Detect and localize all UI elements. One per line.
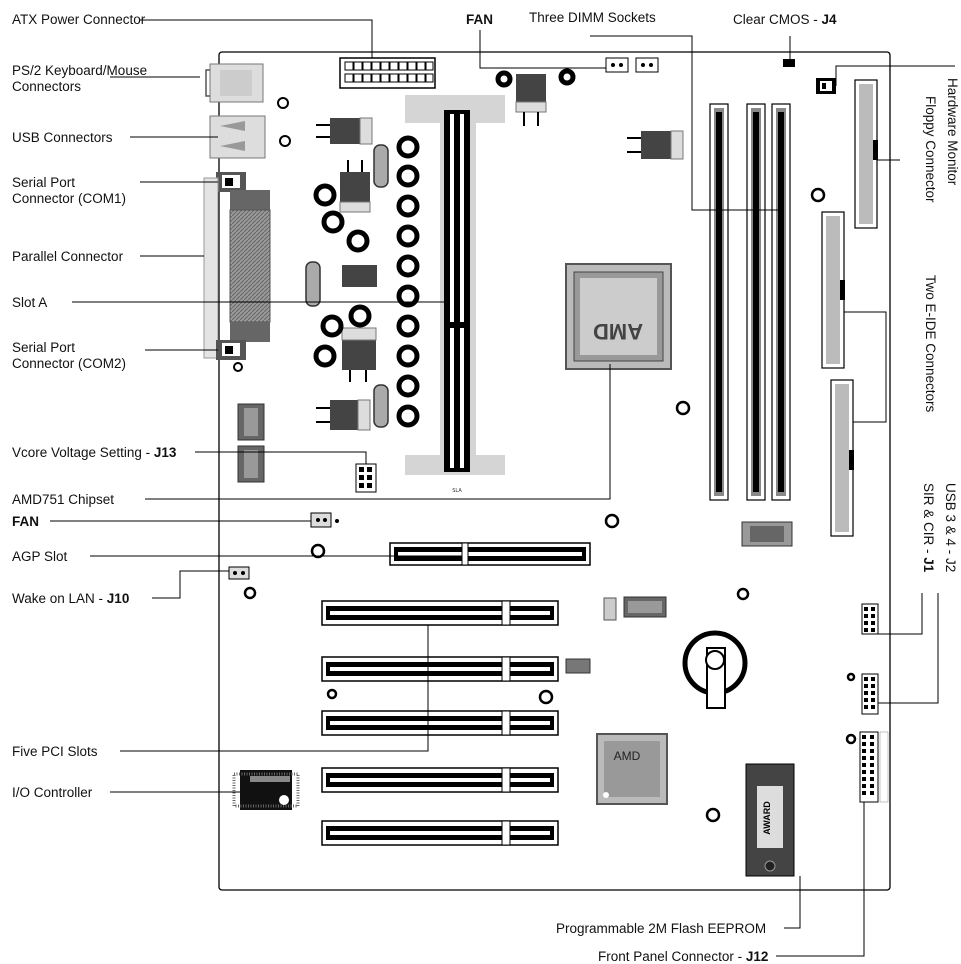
label-agp: AGP Slot [12, 549, 68, 564]
wol-text: Wake on LAN [12, 591, 95, 606]
amd-south-logo: AMD [614, 749, 641, 763]
amd-main-logo: AMD [593, 319, 643, 344]
clear-cmos-jumper-id: J4 [821, 12, 837, 27]
award-logo: AWARD [762, 801, 772, 835]
label-flash: Programmable 2M Flash EEPROM [556, 921, 767, 936]
label-pci: Five PCI Slots [12, 744, 98, 759]
ps2-connectors [205, 63, 264, 103]
vcore-jumper-id: J13 [153, 445, 177, 460]
clear-cmos-jumper [783, 59, 795, 67]
label-wol: Wake on LAN - J10 [12, 591, 130, 606]
label-chipset: AMD751 Chipset [12, 492, 115, 507]
label-atx-power: ATX Power Connector [12, 12, 146, 27]
floppy-connector [854, 79, 878, 229]
label-ide: Two E-IDE Connectors [923, 275, 938, 413]
usb34-text: USB 3 & 4 [943, 483, 958, 547]
front-panel-header-j12 [859, 731, 889, 803]
label-com1-line1: Serial Port [12, 175, 76, 190]
label-com2-line2: Connector (COM2) [12, 356, 127, 371]
ide-connector [830, 379, 854, 537]
usb34-header-j2 [861, 603, 879, 635]
pci-slot [321, 767, 559, 793]
sir-jumper-id: J1 [921, 557, 936, 573]
voltage-regulators [316, 74, 684, 431]
vcore-jumper-j13 [355, 463, 377, 493]
label-hw-monitor: Hardware Monitor [945, 78, 960, 186]
pci-slot [321, 710, 559, 736]
small-chips-middle [565, 521, 793, 674]
sir-cir-header-j1 [861, 673, 879, 715]
atx-power-connector [339, 57, 436, 89]
amd751-chipset: AMD [565, 263, 672, 370]
leader-lines [50, 19, 955, 957]
com2-connector [216, 340, 246, 360]
slot-a: SLA [405, 95, 505, 494]
inductor-coils [305, 144, 389, 428]
vcore-text: Vcore Voltage Setting [12, 445, 142, 460]
pci-slot [321, 656, 559, 682]
label-usb34: USB 3 & 4 - J2 [943, 483, 958, 573]
ide-connector [821, 211, 845, 369]
wol-jumper-id: J10 [106, 591, 130, 606]
sir-text: SIR & CIR [921, 483, 936, 546]
amd756-south-bridge: AMD [596, 733, 668, 805]
label-vcore: Vcore Voltage Setting - J13 [12, 445, 177, 460]
label-fan-top: FAN [466, 12, 493, 27]
pci-slot [321, 600, 559, 626]
usb34-jumper-id: J2 [943, 558, 958, 573]
label-parallel: Parallel Connector [12, 249, 124, 264]
mounting-holes [243, 187, 857, 823]
svg-text:SLA: SLA [452, 488, 462, 494]
label-floppy: Floppy Connector [923, 96, 938, 203]
label-usb: USB Connectors [12, 130, 113, 145]
label-dimm: Three DIMM Sockets [529, 10, 656, 25]
front-panel-text: Front Panel Connector [598, 949, 734, 964]
dimm-socket [709, 103, 729, 501]
label-com2-line1: Serial Port [12, 340, 76, 355]
label-fan-left: FAN [12, 514, 39, 529]
label-ps2-line2: Connectors [12, 79, 82, 94]
pci-slots [321, 600, 559, 846]
label-front-panel: Front Panel Connector - J12 [598, 949, 769, 964]
label-slot-a: Slot A [12, 295, 48, 310]
cmos-battery [682, 630, 748, 709]
dimm-sockets [709, 103, 791, 501]
label-sir: SIR & CIR - J1 [921, 483, 936, 573]
hardware-monitor-header [816, 78, 836, 94]
label-io: I/O Controller [12, 785, 93, 800]
front-panel-jumper-id: J12 [745, 949, 769, 964]
agp-slot [389, 542, 591, 566]
dimm-socket [746, 103, 766, 501]
io-controller-chip [232, 770, 300, 810]
pci-slot [321, 820, 559, 846]
capacitors [313, 68, 576, 428]
clear-cmos-text: Clear CMOS [733, 12, 810, 27]
parallel-connector [203, 177, 271, 359]
chassis-fan-header [310, 512, 339, 528]
wake-on-lan-jumper-j10 [228, 566, 250, 580]
label-clear-cmos: Clear CMOS - J4 [733, 12, 837, 27]
label-ps2-line1: PS/2 Keyboard/Mouse [12, 63, 148, 78]
usb-connectors [209, 115, 266, 159]
cpu-fan-header [605, 57, 659, 73]
com1-connector [216, 172, 246, 192]
flash-eeprom: AWARD [745, 763, 795, 877]
label-com1-line2: Connector (COM1) [12, 191, 127, 206]
dimm-socket [771, 103, 791, 501]
